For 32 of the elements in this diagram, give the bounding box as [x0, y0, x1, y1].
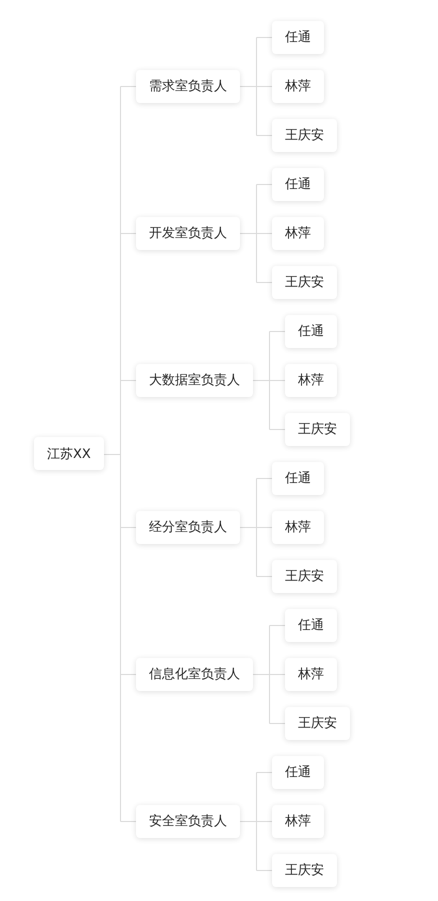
org-card: 大数据室负责人: [136, 364, 253, 396]
org-card: 需求室负责人: [136, 70, 240, 102]
connector-line: [240, 184, 272, 283]
org-card: 王庆安: [272, 266, 337, 298]
org-card: 安全室负责人: [136, 804, 240, 838]
org-card: 林萍: [285, 658, 337, 690]
org-card: 林萍: [272, 804, 324, 838]
org-card: 林萍: [272, 216, 324, 250]
org-card: 经分室负责人: [136, 510, 240, 544]
connector-line: [104, 86, 136, 822]
org-card: 林萍: [272, 510, 324, 544]
org-card: 王庆安: [285, 412, 350, 446]
org-card: 江苏XX: [34, 437, 104, 470]
org-card: 任通: [285, 314, 337, 348]
org-card: 王庆安: [272, 560, 337, 592]
org-card: 林萍: [285, 364, 337, 396]
org-card: 任通: [285, 608, 337, 642]
org-card: 任通: [272, 462, 324, 494]
org-card: 信息化室负责人: [136, 658, 253, 690]
org-card: 王庆安: [285, 706, 350, 740]
org-card: 林萍: [272, 70, 324, 102]
org-card: 王庆安: [272, 854, 337, 886]
connector-line: [252, 625, 286, 724]
org-card: 开发室负责人: [136, 216, 240, 250]
connector-line: [252, 331, 286, 430]
org-card: 任通: [272, 756, 324, 788]
org-card: 任通: [272, 168, 324, 200]
org-card: 王庆安: [272, 118, 337, 152]
connector-line: [240, 37, 272, 136]
connector-line: [240, 478, 272, 577]
connector-line: [240, 772, 272, 871]
org-card: 任通: [272, 20, 324, 54]
